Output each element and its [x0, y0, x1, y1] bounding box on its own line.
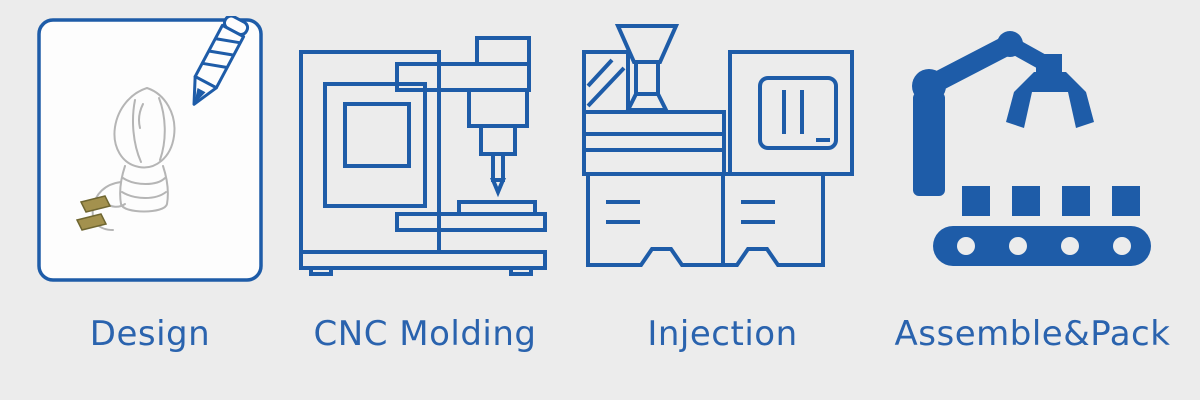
injection-molding-machine-icon	[581, 24, 854, 267]
step-assemble-pack: Assemble&Pack	[880, 0, 1185, 400]
step-cnc-molding: CNC Molding	[290, 0, 560, 400]
step-label-injection: Injection	[647, 314, 798, 354]
pencil-icon	[192, 16, 250, 106]
step-label-assemble-pack: Assemble&Pack	[894, 314, 1171, 354]
design-sketch-pencil-icon	[37, 16, 263, 282]
cnc-machine-icon	[299, 36, 547, 276]
step-label-cnc-molding: CNC Molding	[313, 314, 537, 354]
plug-prong	[79, 195, 112, 213]
robot-arm	[911, 31, 1094, 196]
step-design: Design	[20, 0, 280, 400]
robot-arm-conveyor-icon	[911, 31, 1151, 266]
step-label-design: Design	[89, 314, 211, 354]
plug-sketch	[75, 86, 176, 231]
conveyor-belt	[932, 186, 1151, 266]
plug-prong	[75, 213, 108, 231]
step-injection: Injection	[575, 0, 870, 400]
